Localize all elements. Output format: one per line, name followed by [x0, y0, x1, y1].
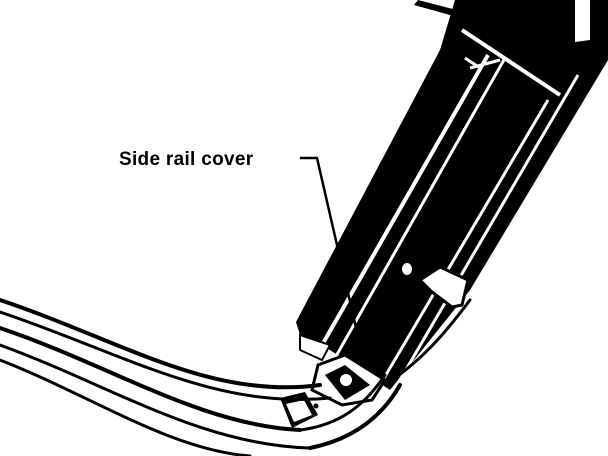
- curved-frame: [0, 298, 472, 456]
- side-rail-cover: [316, 54, 580, 386]
- screw-hole-icon: [400, 261, 414, 277]
- callout-leader: [300, 156, 362, 346]
- direction-arrow-icon: [418, 265, 470, 309]
- corner-bracket: [280, 333, 388, 428]
- side-rail-body: [296, 0, 608, 390]
- bracket-screw-icon: [338, 372, 354, 388]
- side-rail-cover-label: Side rail cover: [119, 149, 254, 170]
